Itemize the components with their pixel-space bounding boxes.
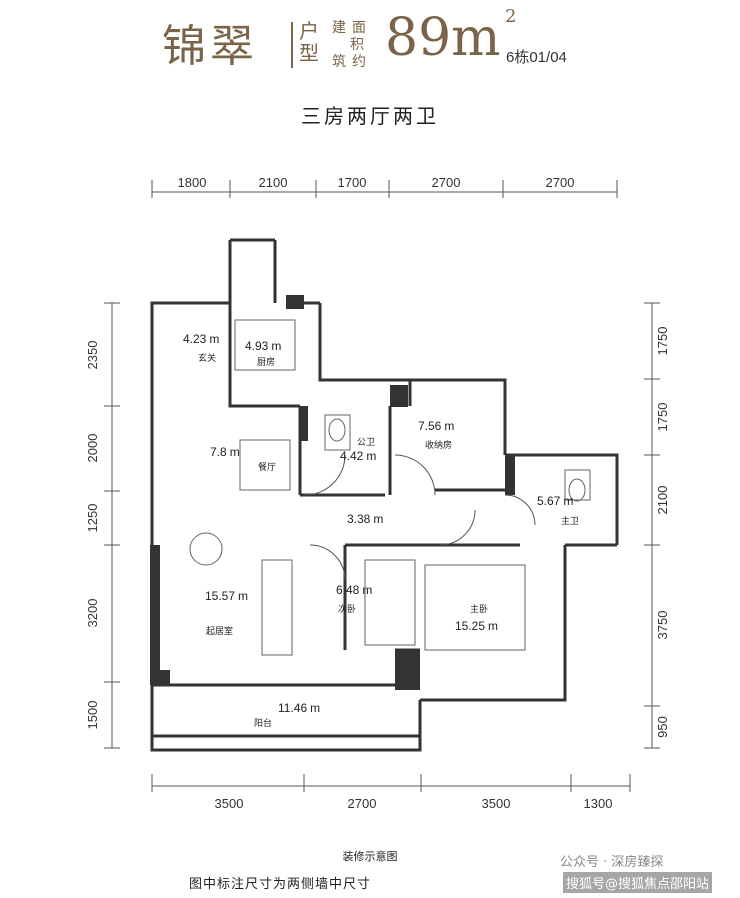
dim-left-4: 3200: [85, 599, 100, 628]
room-name-5: 收纳房: [425, 439, 452, 450]
plan-caption: 装修示意图: [342, 850, 398, 863]
room-name-1: 玄关: [198, 352, 216, 363]
dim-right-1: 1750: [655, 327, 670, 356]
site-watermark: 搜狐号@搜狐焦点邵阳站: [563, 872, 713, 893]
room-name-9: 主卧: [470, 603, 488, 614]
public-account-watermark: 公众号 · 深房臻探: [560, 855, 664, 870]
area-label: 建 面 积 筑 约: [332, 20, 366, 70]
dimension-lines: [104, 180, 660, 792]
room-name-11: 阳台: [254, 717, 272, 728]
brand-name: 锦翠: [162, 21, 258, 72]
dim-left-5: 1500: [85, 701, 100, 730]
area-unit-sup: 2: [505, 6, 517, 27]
room-name-2: 厨房: [257, 356, 275, 367]
dim-right-3: 2100: [655, 486, 670, 515]
furniture: [189, 319, 591, 656]
dim-right-2: 1750: [655, 403, 670, 432]
dim-bottom-4: 1300: [584, 796, 613, 811]
dim-bottom-2: 2700: [348, 796, 377, 811]
dim-top-1: 1800: [178, 175, 207, 190]
dimension-labels: 1800 2100 1700 2700 2700 3500 2700 3500 …: [85, 175, 670, 811]
header-divider: [291, 22, 293, 68]
walls: [150, 238, 619, 752]
dim-top-5: 2700: [546, 175, 575, 190]
room-name-8: 次卧: [338, 603, 356, 614]
room-name-10: 起居室: [206, 625, 233, 636]
dim-top-3: 1700: [338, 175, 367, 190]
dim-bottom-3: 3500: [482, 796, 511, 811]
dim-left-2: 2000: [85, 434, 100, 463]
dim-left-3: 1250: [85, 504, 100, 533]
dim-bottom-1: 3500: [215, 796, 244, 811]
building-unit: 6栋01/04: [506, 49, 567, 66]
dim-top-4: 2700: [432, 175, 461, 190]
type-label: 户 型: [299, 19, 319, 65]
room-name-4: 公卫: [357, 437, 375, 447]
room-name-3: 餐厅: [258, 461, 276, 472]
solid-columns: [150, 295, 515, 690]
layout-subtitle: 三房两厅两卫: [301, 104, 439, 128]
dim-right-5: 950: [655, 716, 670, 738]
area-value: 89m: [385, 8, 501, 68]
dimension-note: 图中标注尺寸为两侧墙中尺寸: [188, 877, 371, 892]
dim-left-1: 2350: [85, 341, 100, 370]
door-swings: [304, 454, 536, 581]
room-name-6: 主卫: [561, 515, 579, 526]
dim-right-4: 3750: [655, 611, 670, 640]
dim-top-2: 2100: [259, 175, 288, 190]
